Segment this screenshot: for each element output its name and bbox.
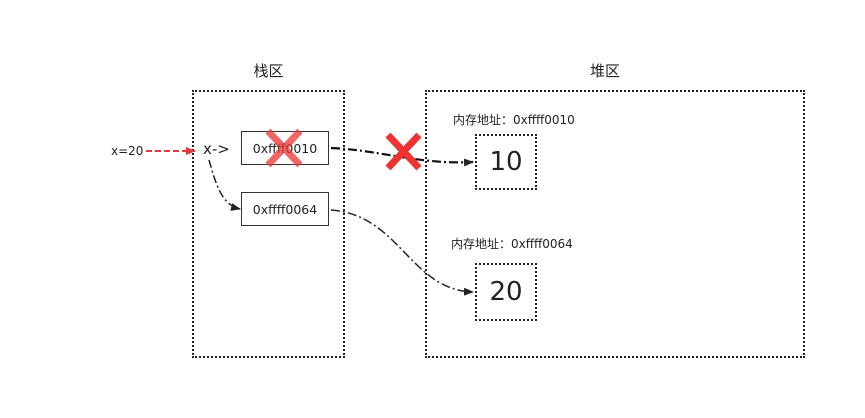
stack-region [192,90,345,358]
variable-label: x-> [203,140,230,158]
heap-object-2: 20 [475,263,537,321]
variable-to-new-cell-arrow [208,159,241,211]
heap-object-1-address-label: 内存地址：0xffff0010 [453,113,575,127]
reference-cross-icon [385,132,422,171]
heap-object-1: 10 [475,134,537,190]
heap-region [425,90,805,358]
heap-object-1-value: 10 [489,147,523,177]
stack-cell-new-address: 0xffff0064 [252,201,318,217]
stack-cell-new-reference: 0xffff0064 [241,192,329,226]
heap-title: 堆区 [589,62,620,80]
heap-object-2-value: 20 [489,277,523,307]
assign-label: x=20 [111,144,144,158]
stack-cell-cross-icon [265,128,303,168]
heap-object-2-address-label: 内存地址：0xffff0064 [451,237,573,251]
stack-title: 栈区 [253,62,284,80]
new-reference-arrow [330,209,474,296]
